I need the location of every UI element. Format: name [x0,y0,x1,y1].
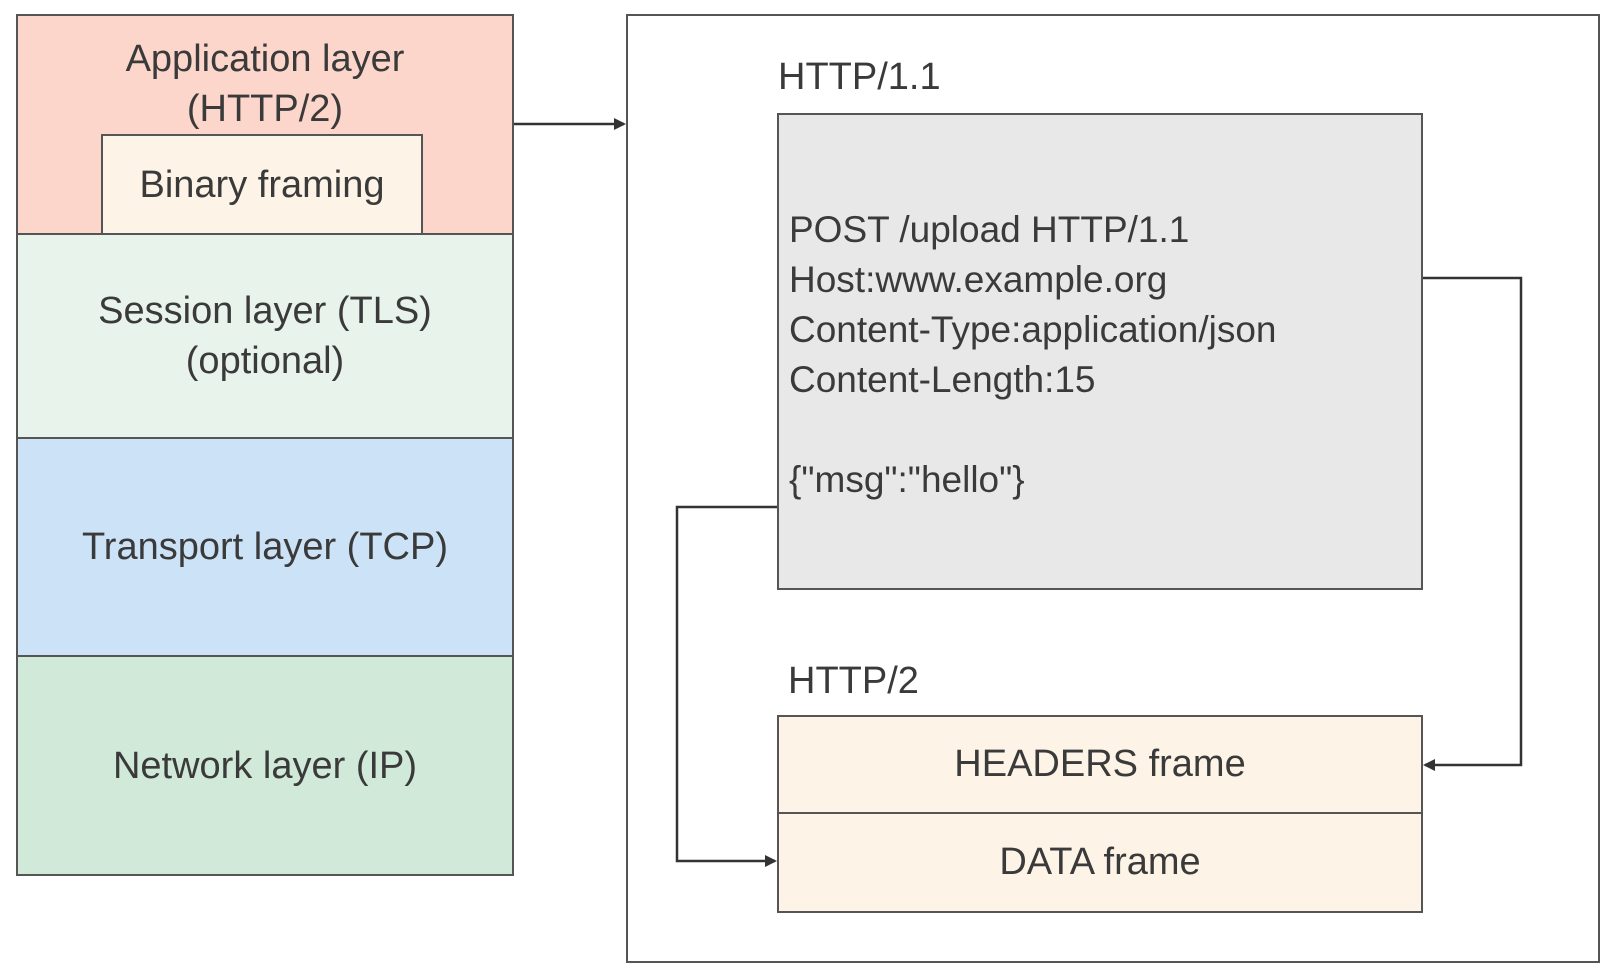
headers-frame-box: HEADERS frame [777,715,1423,814]
http11-line-request: POST /upload HTTP/1.1 [789,209,1190,250]
application-layer-label: Application layer (HTTP/2) [125,38,405,130]
transport-layer-box: Transport layer (TCP) [16,437,514,657]
transport-layer-label: Transport layer (TCP) [82,526,448,568]
data-frame-label: DATA frame [999,841,1201,883]
http11-line-blank [789,405,1276,455]
session-layer-label: Session layer (TLS) (optional) [98,290,432,382]
binary-framing-label: Binary framing [139,164,385,206]
session-layer-box: Session layer (TLS) (optional) [16,233,514,439]
http11-line-host: Host:www.example.org [789,259,1168,300]
network-layer-label: Network layer (IP) [112,744,418,787]
http11-line-content-type: Content-Type:application/json [789,309,1277,350]
data-frame-box: DATA frame [777,812,1423,913]
http11-line-body: {"msg":"hello"} [789,459,1025,500]
network-layer-box: Network layer (IP) [16,655,514,876]
http11-label: HTTP/1.1 [778,56,941,98]
binary-framing-box: Binary framing [101,134,423,235]
headers-frame-label: HEADERS frame [954,743,1246,785]
http11-line-content-length: Content-Length:15 [789,359,1096,400]
http2-label: HTTP/2 [788,660,919,702]
http11-message-box [777,113,1423,590]
http11-message-text: POST /upload HTTP/1.1 Host:www.example.o… [789,205,1276,505]
